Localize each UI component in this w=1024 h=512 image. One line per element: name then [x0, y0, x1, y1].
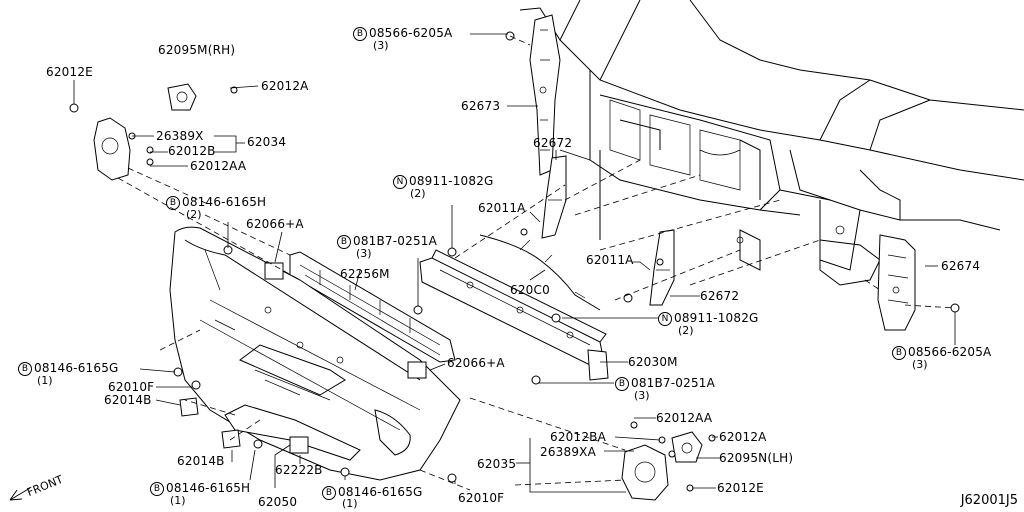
part-qty: (2)	[678, 324, 694, 337]
part-label-62011a-lower: 62011A	[586, 253, 634, 267]
part-label-62672-upper: 62672	[533, 136, 573, 150]
part-label-62673: 62673	[461, 99, 501, 113]
bolt-symbol-icon: B	[18, 362, 32, 376]
bracket-62672-lower	[649, 229, 675, 306]
part-label-62012e-lower: 62012E	[717, 481, 764, 495]
part-qty: (2)	[410, 187, 426, 200]
part-label-62066a-upper: 62066+A	[246, 217, 304, 231]
diagram-id: J62001J5	[960, 493, 1018, 508]
part-label-08911-1082g-lower: 08911-1082G	[674, 311, 759, 325]
part-label-62034: 62034	[247, 135, 287, 149]
part-label-08146-6165h-lower: 08146-6165H	[166, 481, 251, 495]
part-label-62672-lower: 62672	[700, 289, 740, 303]
part-label-08911-1082g-upper: 08911-1082G	[409, 174, 494, 188]
bolt-symbol-icon: B	[322, 486, 336, 500]
part-label-62066a-lower: 62066+A	[447, 356, 505, 370]
part-label-081b7-0251a-lower: 081B7-0251A	[631, 376, 716, 390]
part-label-62014b-upper: 62014B	[104, 393, 152, 407]
part-label-62095m-rh: 62095M(RH)	[158, 43, 236, 57]
part-label-62095n-lh: 62095N(LH)	[719, 451, 794, 465]
part-label-62030m: 62030M	[628, 355, 678, 369]
bolt-symbol-icon: B	[150, 482, 164, 496]
bracket-62673	[529, 14, 561, 176]
bracket-62672-upper	[541, 155, 567, 239]
fog-lamp-lh	[621, 431, 703, 501]
bracket-62674	[877, 234, 916, 331]
part-label-62050: 62050	[258, 495, 298, 509]
part-qty: (1)	[342, 497, 358, 510]
part-label-62674: 62674	[941, 259, 981, 273]
bolt-symbol-icon: B	[337, 235, 351, 249]
part-label-08146-6165g-left: 08146-6165G	[34, 361, 119, 375]
under-cover-62050	[224, 404, 361, 461]
reinforcement-62030m	[419, 249, 609, 381]
part-qty: (3)	[373, 39, 389, 52]
nut-symbol-icon: N	[658, 312, 672, 326]
part-label-26389x: 26389X	[156, 129, 204, 143]
harness-620c0	[479, 234, 601, 311]
part-label-081b7-0251a-upper: 081B7-0251A	[353, 234, 438, 248]
part-label-62014b-lower: 62014B	[177, 454, 225, 468]
bolt-symbol-icon: B	[615, 377, 629, 391]
part-label-08146-6165g-lower: 08146-6165G	[338, 485, 423, 499]
part-label-62012b: 62012B	[168, 144, 216, 158]
bolt-symbol-icon: B	[353, 27, 367, 41]
part-label-08566-6205a-top: 08566-6205A	[369, 26, 453, 40]
part-label-62010f-left: 62010F	[108, 380, 155, 394]
part-qty: (1)	[37, 374, 53, 387]
part-qty: (3)	[912, 358, 928, 371]
part-label-62012aa-top: 62012AA	[190, 159, 247, 173]
fog-lamp-rh	[93, 83, 197, 181]
part-label-62035: 62035	[477, 457, 517, 471]
part-label-62222b: 62222B	[275, 463, 323, 477]
part-label-62012e-top: 62012E	[46, 65, 93, 79]
part-qty: (2)	[186, 208, 202, 221]
part-label-62256m: 62256M	[340, 267, 390, 281]
part-qty: (1)	[170, 494, 186, 507]
part-label-62012aa-lower: 62012AA	[656, 411, 713, 425]
part-label-62011a-upper: 62011A	[478, 201, 526, 215]
part-label-62012ba: 62012BA	[550, 430, 607, 444]
part-label-08566-6205a-lower: 08566-6205A	[908, 345, 992, 359]
nut-symbol-icon: N	[393, 175, 407, 189]
part-label-620c0: 620C0	[510, 283, 550, 297]
front-arrow-icon	[9, 487, 31, 501]
part-label-62010f-lower: 62010F	[458, 491, 505, 505]
part-label-62012a-top: 62012A	[261, 79, 309, 93]
relation-lines	[117, 35, 956, 491]
bolt-symbol-icon: B	[892, 346, 906, 360]
part-label-62012a-lower: 62012A	[719, 430, 767, 444]
part-qty: (3)	[356, 247, 372, 260]
part-label-26389xa: 26389XA	[540, 445, 597, 459]
bolt-symbol-icon: B	[166, 196, 180, 210]
part-qty: (3)	[634, 389, 650, 402]
body-structure	[519, 0, 1024, 286]
leader-lines	[73, 33, 956, 493]
part-label-08146-6165h-upper: 08146-6165H	[182, 195, 267, 209]
